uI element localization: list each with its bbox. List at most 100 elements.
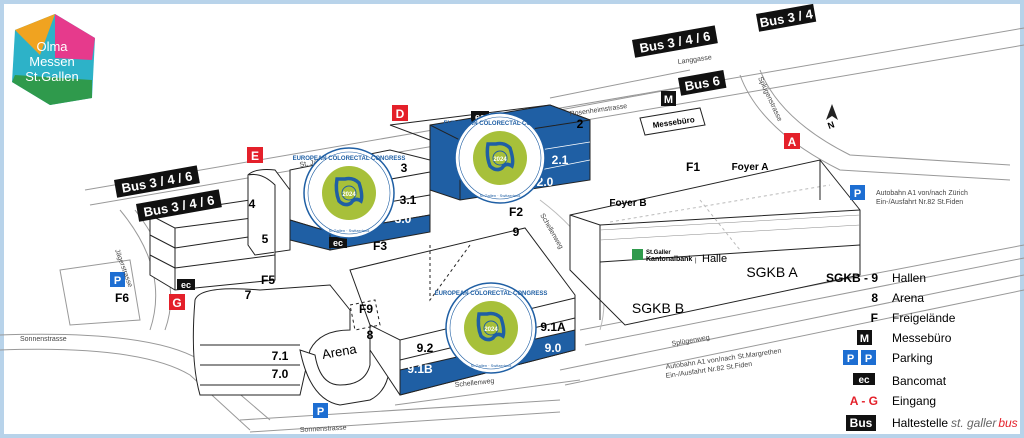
parking-marker: P [854,188,861,200]
bank-logo-icon [632,249,643,260]
bus-stop-label: Bus 6 [684,73,721,94]
street-label: Autobahn A1 von/nach Zürich [876,190,968,197]
bancomat-marker: ec [181,280,191,290]
hall-label: 2.0 [537,175,554,189]
legend-label: Haltestelle [892,416,948,430]
legend-label: Arena [892,291,924,305]
area-label: F3 [373,239,387,253]
hall-label: 2 [577,117,584,131]
congress-year: 2024 [484,327,498,333]
hall-label: 9 [513,225,520,239]
area-label: F6 [115,291,129,305]
sgkb-b-label: SGKB B [632,300,684,316]
entrance-marker: D [396,107,405,121]
hall-label: 7 [245,288,252,302]
congress-place: St.Gallen · Switzerland [329,228,370,233]
legend-label: Freigelände [892,311,956,325]
legend-brand-prefix: st. galler [951,416,997,430]
sgkb-halle [569,159,861,326]
legend: SGKB - 9 Hallen 8 Arena F Freigelände M … [826,271,1018,431]
hall-label: 9.1B [407,362,433,376]
bank-name-line-2: Kantonalbank [646,256,692,263]
congress-name: EUROPEAN COLORECTAL CONGRESS [293,156,406,162]
bank-name-line-1: St.Galler [646,250,671,256]
messebuero-building [639,107,706,136]
congress-name: EUROPEAN COLORECTAL CONGRESS [444,121,557,127]
legend-label: Bancomat [892,374,947,388]
roads [0,27,1024,433]
street-label: Sonnenstrasse [20,336,67,343]
separator: | [695,258,697,264]
congress-badge: 2024 EUROPEAN COLORECTAL CONGRESS St.Gal… [293,146,406,240]
logo-line-2: Messen [29,54,75,69]
hall-label: 2.1 [552,153,569,167]
hall-label: 7.1 [272,349,289,363]
halle-label: Halle [702,253,727,265]
area-label: F1 [686,160,700,174]
logo-line-1: Olma [36,39,68,54]
service-markers: ec ec ec M P P P [110,91,865,418]
legend-label: Eingang [892,394,936,408]
hall-label: 4 [249,197,256,211]
hall-label: 9.2 [417,341,434,355]
congress-name: EUROPEAN COLORECTAL CONGRESS [435,291,548,297]
north-arrow-icon: N [826,104,838,131]
arena-label: Arena [321,341,359,362]
hall-label: 8 [367,328,374,342]
parking-marker: P [317,406,324,418]
hall-label: 3 [401,161,408,175]
hall-label: 9.0 [545,341,562,355]
legend-label: Hallen [892,271,926,285]
street-label: Schellenweg [454,378,494,389]
area-label: F5 [261,273,275,287]
legend-label: Parking [892,351,933,365]
entrances: A D E G [169,105,800,310]
halls-4-5 [149,169,291,291]
north-label: N [826,119,836,131]
hall-label: 7.0 [272,367,289,381]
legend-symbol: P [865,353,872,365]
congress-place: St.Gallen · Switzerland [471,363,512,368]
parking-marker: P [114,275,121,287]
hall-label: 3.0 [395,212,412,226]
hall-label: 3.1 [400,193,417,207]
foyer-a-label: Foyer A [732,162,769,173]
street-label: Langgasse [677,54,712,66]
hall-label: 5 [262,232,269,246]
entrance-marker: A [788,135,797,149]
legend-symbol: P [847,353,854,365]
entrance-marker: E [251,149,259,163]
sgkb-a-label: SGKB A [746,264,798,280]
area-label: F9 [359,302,373,316]
foyer-b-label: Foyer B [609,198,646,209]
logo-line-3: St.Gallen [25,69,78,84]
hall-labels: 2 2.1 2.0 3 3.1 3.0 4 5 7 7.1 7.0 8 9 9.… [245,117,584,381]
street-label: Schellenweg [538,213,564,251]
legend-symbol: 8 [871,291,878,305]
congress-badge: 2024 EUROPEAN COLORECTAL CONGRESS St.Gal… [444,111,557,205]
street-label: Splügenweg [671,334,710,348]
olma-logo: Olma Messen St.Gallen [12,14,95,105]
messebuero-marker: M [664,94,673,106]
arena-hall-7 [192,284,391,406]
legend-brand-suffix: bus [998,416,1017,430]
bancomat-marker: ec [333,238,343,248]
congress-place: St.Gallen · Switzerland [480,193,521,198]
congress-badge: 2024 EUROPEAN COLORECTAL CONGRESS St.Gal… [435,281,548,375]
street-label: Ein-/Ausfahrt Nr.82 St.Fiden [876,199,963,206]
congress-year: 2024 [493,157,507,163]
entrance-marker: G [172,296,181,310]
bus-stops: Bus 3 / 4 / 6 Bus 3 / 4 Bus 6 Bus 3 / 4 … [114,3,817,222]
legend-symbol: F [871,311,878,325]
legend-symbol: ec [858,375,870,386]
sgkb-labels: Foyer A Foyer B SGKB A SGKB B St.Galler … [609,162,798,316]
legend-label: Messebüro [892,331,952,345]
legend-symbol: Bus [850,416,873,430]
street-label: Sonnenstrasse [300,425,347,434]
street-label: Splügenstrasse [756,76,783,123]
hall-label: 9.1A [540,320,566,334]
legend-symbol: M [860,333,869,345]
congress-year: 2024 [342,192,356,198]
